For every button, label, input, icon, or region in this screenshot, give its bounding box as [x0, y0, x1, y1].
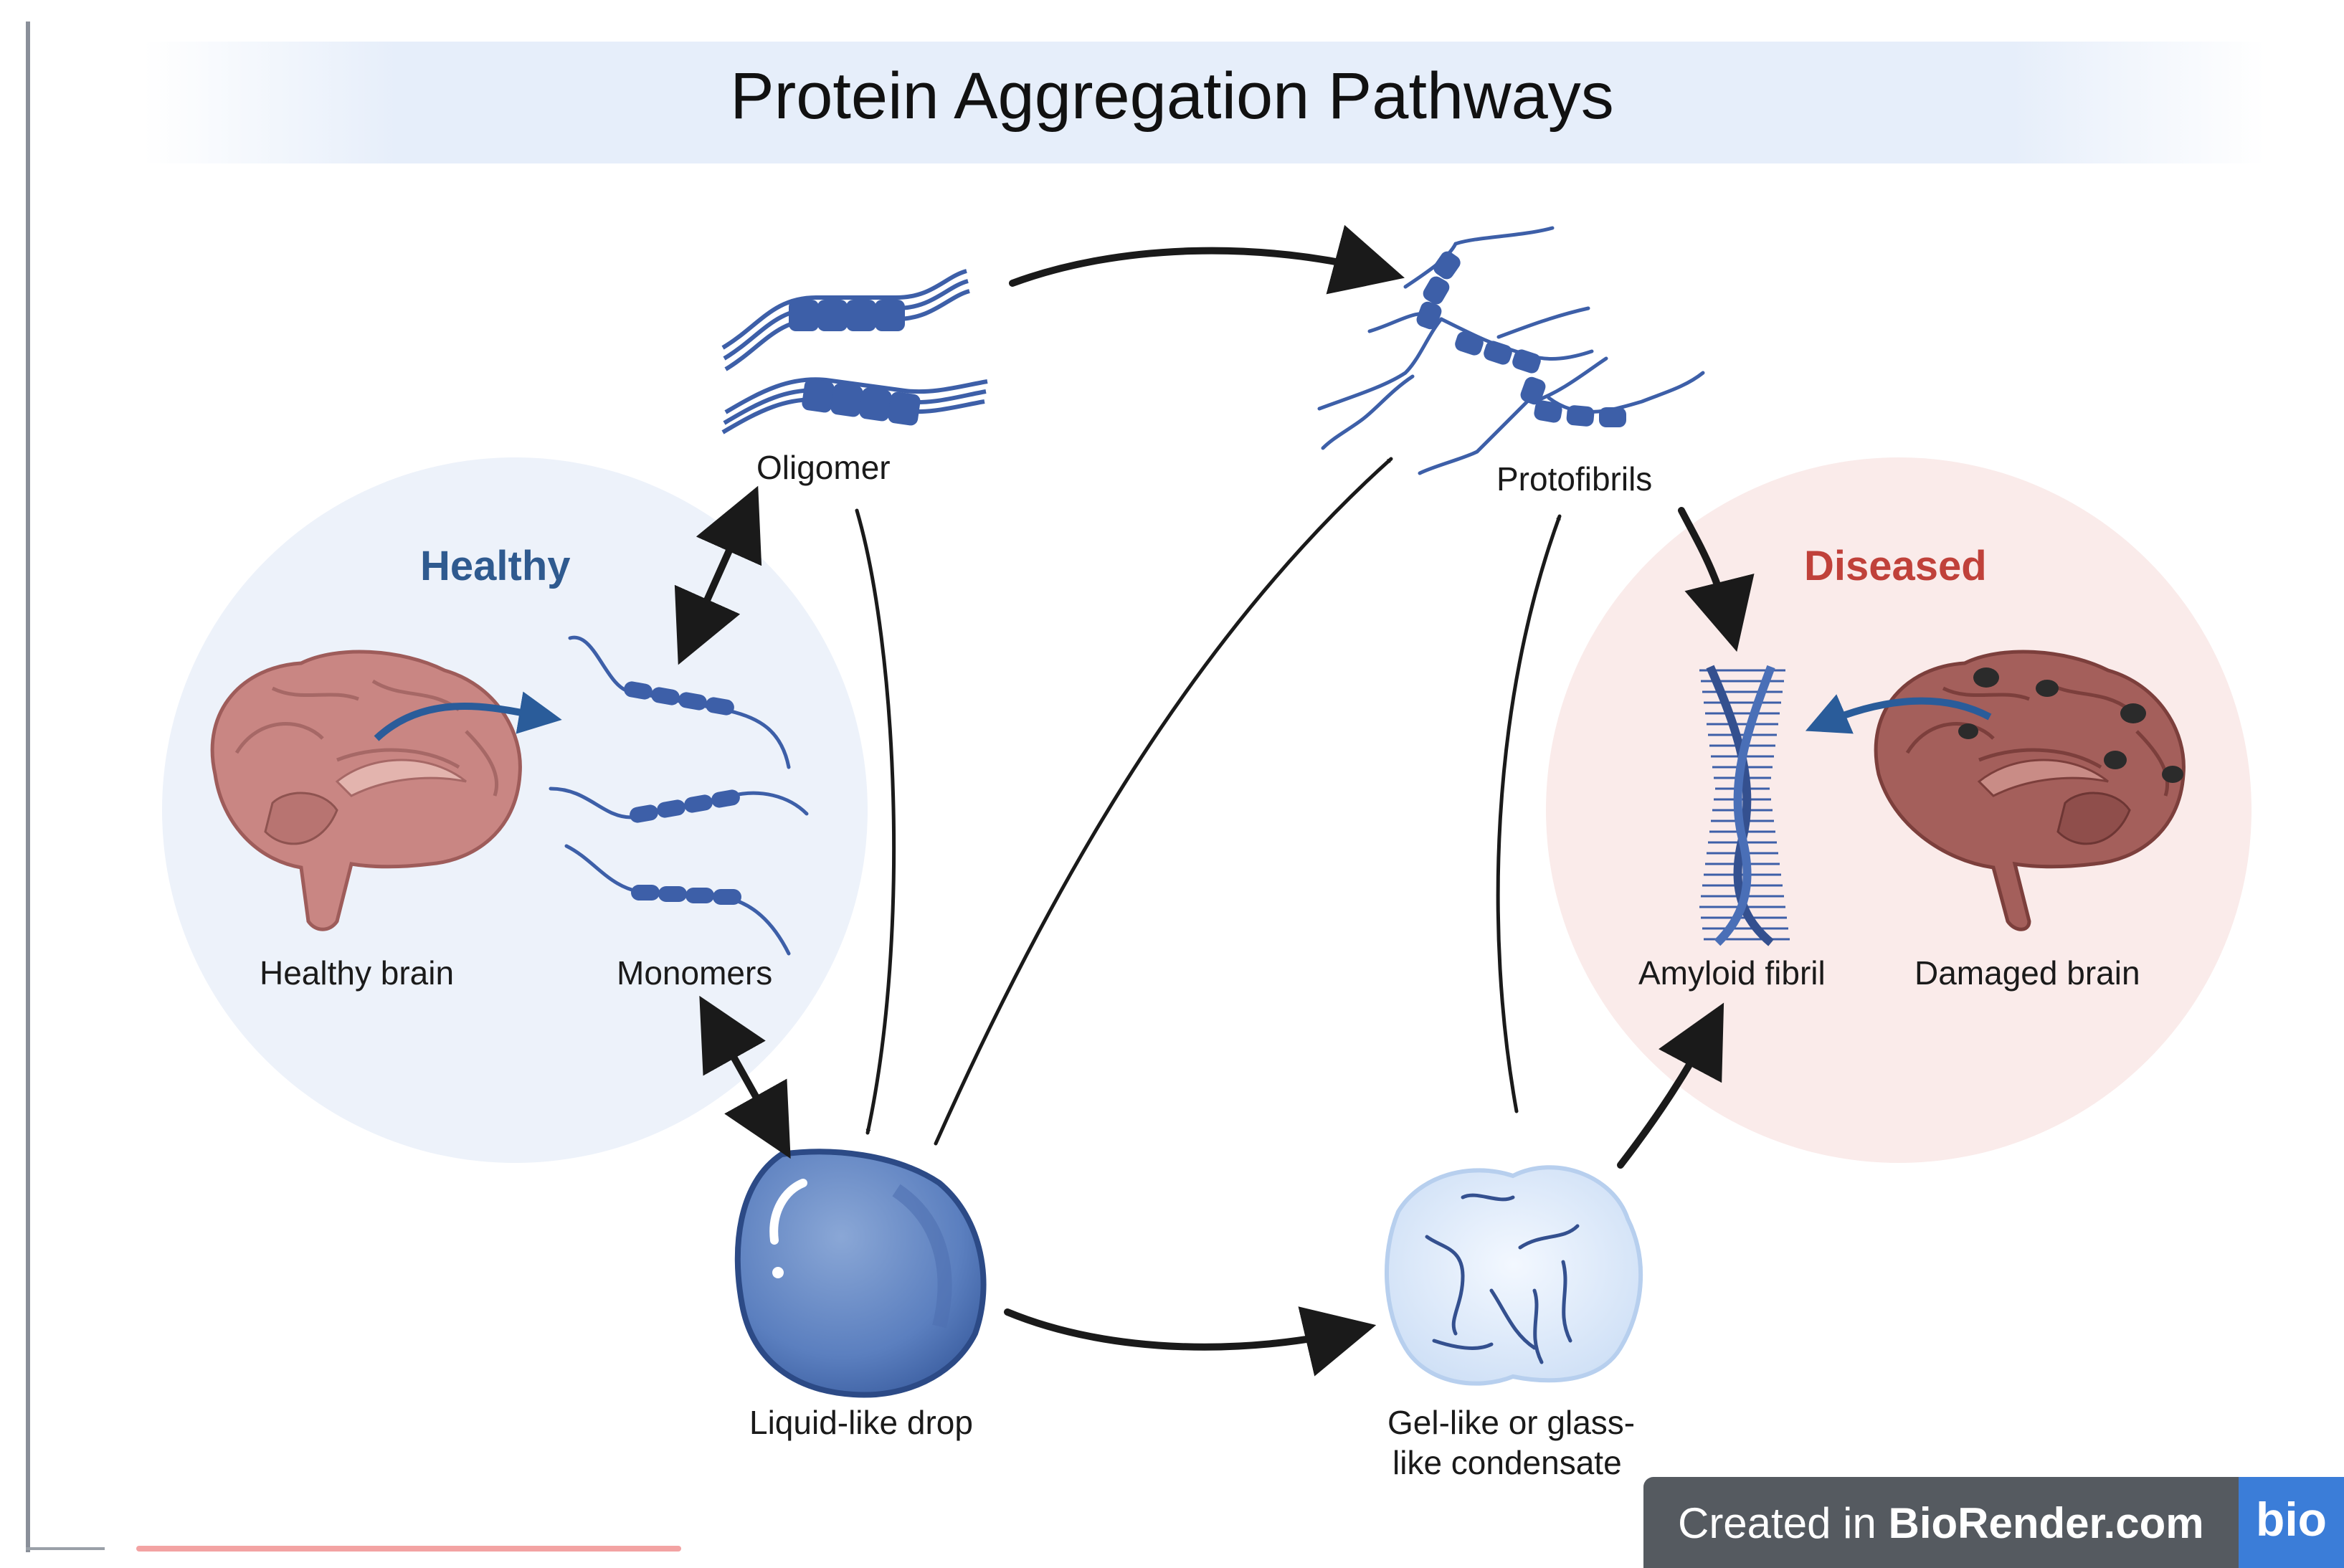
- biorender-credit-text: Created in BioRender.com: [1678, 1498, 2204, 1548]
- damaged-brain-label: Damaged brain: [1914, 954, 2140, 992]
- monomers-beads: [624, 681, 741, 905]
- diagram-title: Protein Aggregation Pathways: [730, 60, 1614, 133]
- healthy-brain-label: Healthy brain: [260, 954, 455, 992]
- bottom-border: [26, 1547, 105, 1550]
- gel-condensate-label-line1: Gel-like or glass-: [1387, 1404, 1636, 1441]
- healthy-brain-icon: [210, 650, 562, 931]
- oligomer-label: Oligomer: [756, 449, 891, 486]
- oligomer-beads: [789, 300, 921, 426]
- left-border: [26, 22, 30, 1552]
- protofibrils-icon: [1317, 226, 1705, 475]
- bottom-accent-bar: [136, 1546, 681, 1552]
- gel-condensate-icon: [1385, 1165, 1643, 1386]
- credit-brand: BioRender.com: [1888, 1499, 2204, 1547]
- liquid-drop-label: Liquid-like drop: [749, 1404, 973, 1441]
- credit-prefix: Created in: [1678, 1499, 1889, 1547]
- title-band: [143, 42, 2266, 163]
- monomers-label: Monomers: [617, 954, 773, 992]
- protofibrils-label: Protofibrils: [1496, 460, 1653, 498]
- biorender-badge[interactable]: Created in BioRender.com bio: [1643, 1477, 2344, 1568]
- diseased-zone-title: Diseased: [1804, 543, 1987, 589]
- healthy-zone-title: Healthy: [420, 543, 571, 589]
- liquid-drop-icon: [734, 1149, 987, 1398]
- amyloid-fibril-label: Amyloid fibril: [1638, 954, 1826, 992]
- gel-condensate-label-line2: like condensate: [1392, 1444, 1622, 1481]
- protofibrils-beads: [1416, 251, 1626, 427]
- pathway-arrows: [674, 224, 1755, 1377]
- damaged-brain-icon: [1805, 650, 2186, 931]
- biorender-logo: bio: [2239, 1477, 2344, 1568]
- amyloid-fibril-icon: [1699, 665, 1790, 946]
